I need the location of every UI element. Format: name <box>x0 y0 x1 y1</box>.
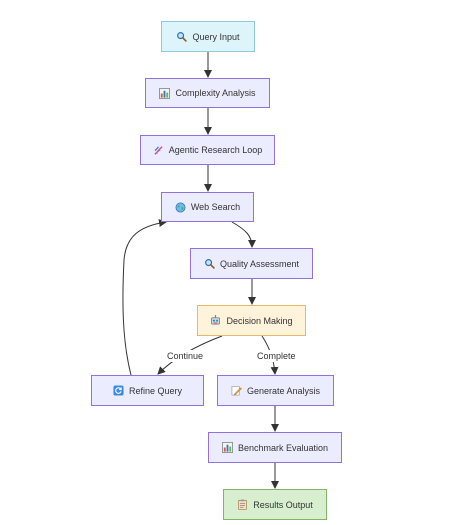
refresh-icon <box>113 385 124 396</box>
bar-chart-icon <box>159 87 171 99</box>
dna-icon <box>153 145 164 156</box>
magnifier-icon <box>204 258 215 269</box>
bar-chart-icon <box>222 442 233 453</box>
node-refine-query[interactable]: Refine Query <box>91 375 204 406</box>
node-generate-analysis[interactable]: Generate Analysis <box>217 375 334 406</box>
node-quality-assessment[interactable]: Quality Assessment <box>190 248 313 279</box>
node-label: Benchmark Evaluation <box>237 442 329 453</box>
node-label: Quality Assessment <box>219 258 300 269</box>
node-label: Generate Analysis <box>246 385 321 396</box>
edge-label-continue: Continue <box>165 350 206 362</box>
node-benchmark-evaluation[interactable]: Benchmark Evaluation <box>208 432 342 463</box>
node-label: Web Search <box>190 202 241 212</box>
node-label: Decision Making <box>226 315 293 326</box>
edge-label-complete: Complete <box>255 350 298 362</box>
node-label: Agentic Research Loop <box>168 145 263 155</box>
node-label: Complexity Analysis <box>175 88 256 98</box>
node-agentic-research-loop[interactable]: Agentic Research Loop <box>140 135 275 165</box>
robot-icon <box>210 315 221 326</box>
node-decision-making[interactable]: Decision Making <box>197 305 306 336</box>
node-complexity-analysis[interactable]: Complexity Analysis <box>145 78 270 108</box>
node-label: Results Output <box>253 499 313 510</box>
node-web-search[interactable]: Web Search <box>161 192 254 222</box>
globe-icon <box>175 202 186 213</box>
edge-web-search-to-quality-assessment <box>231 221 256 248</box>
node-results-output[interactable]: Results Output <box>223 489 327 520</box>
node-label: Query Input <box>192 31 240 42</box>
clipboard-icon <box>237 499 248 510</box>
magnifier-icon <box>176 31 188 42</box>
node-query-input[interactable]: Query Input <box>161 21 255 52</box>
node-label: Refine Query <box>128 385 183 396</box>
edge-refine-query-to-web-search <box>122 219 167 376</box>
pencil-icon <box>231 385 242 396</box>
